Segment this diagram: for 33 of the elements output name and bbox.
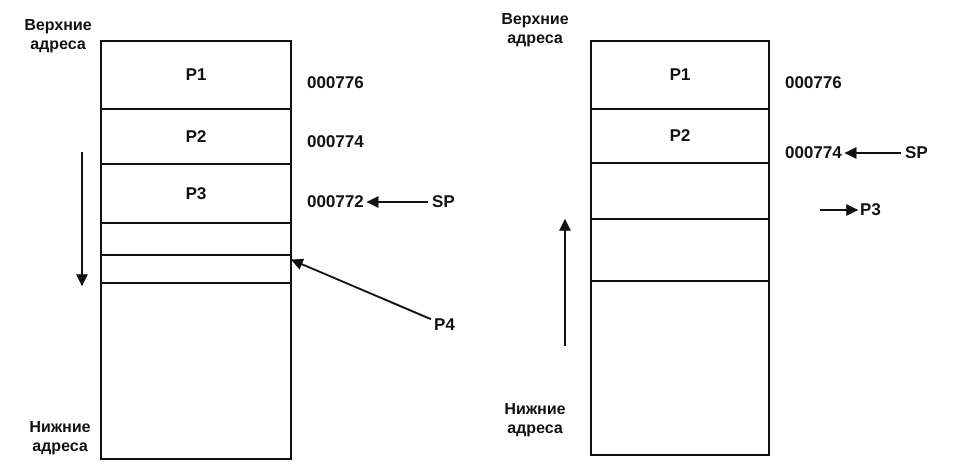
memory-cell [100,282,292,460]
memory-cell [100,163,292,224]
text-label: P3 [860,200,881,220]
heading-label: Верхние адреса [500,10,570,48]
arrow [366,196,428,208]
text-label: 000772 [307,192,364,212]
memory-cell [590,40,770,110]
memory-cell [100,108,292,165]
memory-cell [100,254,292,284]
memory-cell [100,222,292,256]
memory-cell [100,40,292,110]
arrow [820,204,858,216]
register-label: P3 [186,184,206,204]
text-label: 000774 [785,143,842,163]
register-label: P2 [186,126,206,146]
memory-cell [590,280,770,456]
address-label: 000776 [785,73,842,93]
heading-label: Нижние адреса [28,418,92,456]
text-label: SP [905,143,928,163]
heading-label: Нижние адреса [503,400,567,438]
address-label: 000774 [307,132,364,152]
arrow [844,147,901,159]
memory-cell [590,162,770,220]
heading-label: Верхние адреса [23,16,93,54]
text-label: SP [432,192,455,212]
address-label: 000776 [307,73,364,93]
register-label: P1 [186,65,206,85]
arrow [290,258,432,320]
register-label: P1 [670,65,690,85]
register-label: P2 [670,126,690,146]
text-label: P4 [434,315,455,335]
memory-cell [590,218,770,282]
memory-cell [590,108,770,164]
